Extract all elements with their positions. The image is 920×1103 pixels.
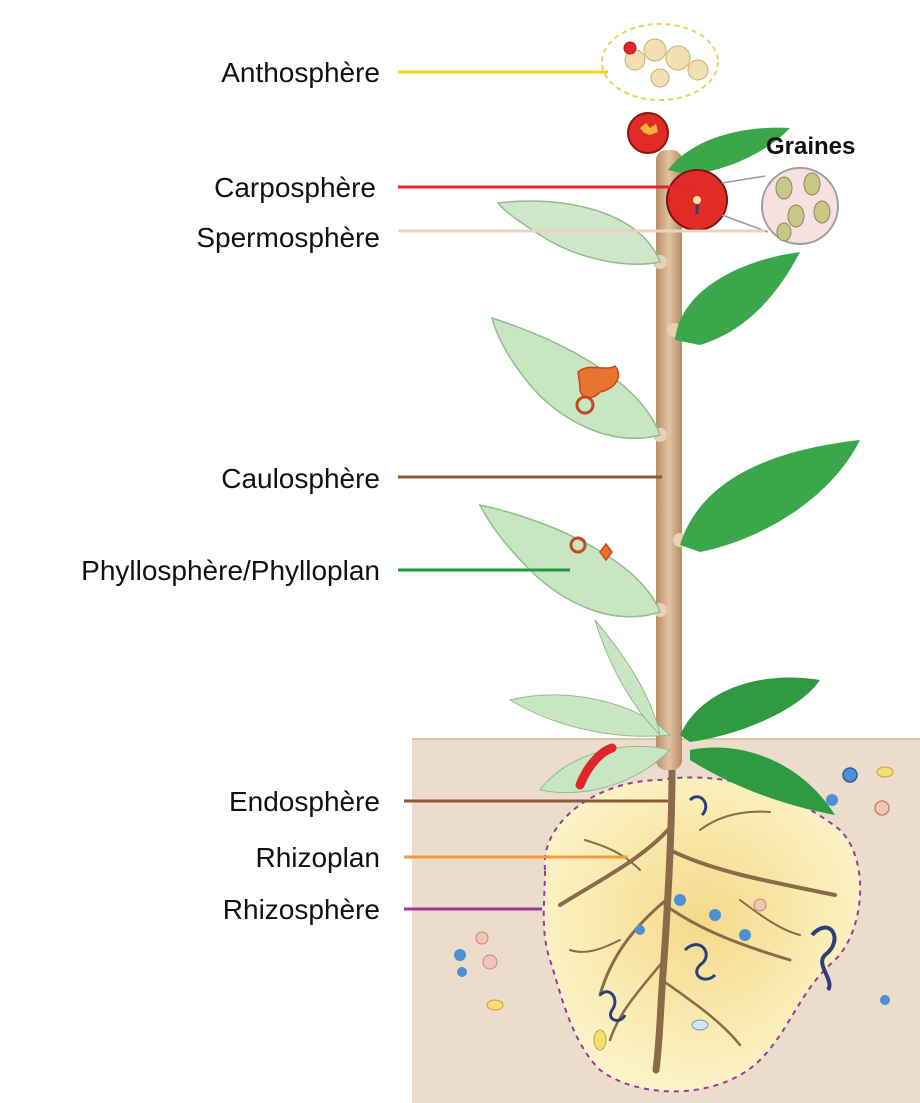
label-carposphere: Carposphère (214, 172, 376, 203)
leaf-left-lower (480, 505, 660, 617)
zone-labels: Anthosphère Carposphère Spermosphère Cau… (81, 57, 380, 925)
seeds-label: Graines (766, 133, 855, 160)
label-anthosphere: Anthosphère (221, 57, 380, 88)
label-endosphere: Endosphère (229, 786, 380, 817)
label-spermosphere: Spermosphère (196, 222, 380, 253)
leaf-right-middle (680, 440, 860, 552)
seed-zoom-line-bottom (722, 215, 768, 232)
label-rhizosphere: Rhizosphère (223, 894, 380, 925)
leaf-right-upper (675, 252, 800, 345)
flower-cluster (624, 39, 708, 87)
label-rhizoplan: Rhizoplan (255, 842, 380, 873)
stem (656, 150, 682, 770)
label-caulosphere: Caulosphère (221, 463, 380, 494)
leaf-base-right (680, 677, 820, 742)
label-phyllosphere: Phyllosphère/Phylloplan (81, 555, 380, 586)
leaf-left-upper (498, 201, 660, 264)
seed-zoom-line-top (722, 176, 765, 183)
leaf-left-middle (492, 318, 660, 438)
